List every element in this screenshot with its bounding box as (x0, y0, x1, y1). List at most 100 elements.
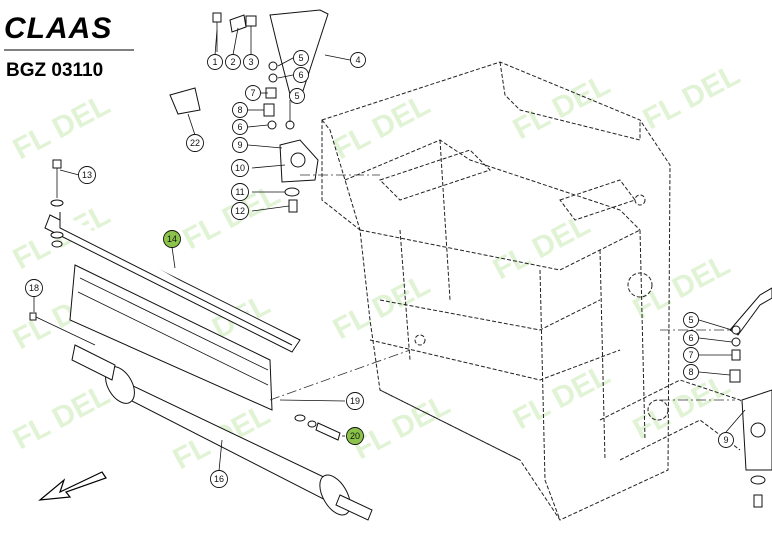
watermark: FL DEL (628, 248, 736, 326)
callout-12: 12 (231, 202, 249, 220)
callout-3: 3 (243, 54, 259, 70)
watermark: FL DEL (508, 68, 616, 146)
callout-label: 5 (294, 91, 299, 101)
callout-5: 5 (289, 88, 305, 104)
callout-8: 8 (683, 364, 699, 380)
callout-4: 4 (350, 52, 366, 68)
callout-label: 18 (29, 283, 39, 293)
callout-label: 1 (212, 57, 217, 67)
callout-label: 3 (248, 57, 253, 67)
callout-circle (163, 230, 181, 248)
callout-label: 12 (235, 206, 245, 216)
watermark: FL DEL (8, 378, 116, 456)
callout-label: 7 (250, 88, 255, 98)
callout-leaders (33, 26, 746, 472)
bolt-13 (50, 159, 64, 248)
top-hardware (169, 9, 329, 213)
callout-label: 11 (235, 187, 244, 197)
roller-assembly (71, 344, 373, 521)
callout-circle (245, 85, 261, 101)
callout-circle (232, 102, 248, 118)
callout-label: 13 (82, 170, 92, 180)
right-hardware (729, 287, 772, 508)
callout-circle (231, 183, 249, 201)
callout-20: 20 (346, 427, 364, 445)
callout-6: 6 (683, 330, 699, 346)
callout-1: 1 (207, 54, 223, 70)
callout-18: 18 (25, 279, 43, 297)
callout-9: 9 (718, 432, 734, 448)
callout-10: 10 (231, 159, 249, 177)
watermark: FL DEL (328, 88, 436, 166)
watermark: FL DEL (638, 58, 746, 136)
fastener-19-20 (279, 399, 346, 441)
callout-label: 20 (350, 431, 360, 441)
callout-circle (243, 54, 259, 70)
callout-label: 19 (350, 396, 360, 406)
drawing-code: BGZ 03110 (6, 60, 103, 81)
callout-circle (683, 330, 699, 346)
callout-16: 16 (210, 470, 228, 488)
callout-circle (350, 52, 366, 68)
callout-circle (683, 347, 699, 363)
watermark-layer: FL DEL FL DEL FL DEL FL DEL FL DEL FL DE… (8, 58, 746, 476)
callout-label: 6 (298, 70, 303, 80)
callout-19: 19 (346, 392, 364, 410)
callout-8: 8 (232, 102, 248, 118)
callout-circle (289, 88, 305, 104)
callout-label: 14 (167, 234, 177, 244)
reference-lines (269, 174, 735, 401)
callout-label: 4 (355, 55, 360, 65)
callout-9: 9 (232, 137, 248, 153)
callout-circle (683, 364, 699, 380)
callout-circle (231, 202, 249, 220)
callout-5: 5 (293, 50, 309, 66)
callout-circle (25, 279, 43, 297)
callout-label: 5 (688, 315, 693, 325)
callout-label: 9 (237, 140, 242, 150)
watermark: FL DEL (8, 88, 116, 166)
callout-label: 7 (688, 350, 693, 360)
callout-circle (207, 54, 223, 70)
callout-6: 6 (232, 119, 248, 135)
watermark: FL DEL (348, 388, 456, 466)
callout-circle (231, 159, 249, 177)
callout-label: 5 (298, 53, 303, 63)
callout-14: 14 (163, 230, 181, 248)
callout-11: 11 (231, 183, 249, 201)
callout-circle (225, 54, 241, 70)
callout-label: 8 (237, 105, 242, 115)
callout-circle (346, 427, 364, 445)
callout-circle (210, 470, 228, 488)
callout-6: 6 (293, 67, 309, 83)
callout-22: 22 (186, 134, 204, 152)
callout-label: 22 (190, 138, 200, 148)
bolt-18 (29, 312, 96, 346)
direction-arrow-icon (38, 471, 107, 501)
header: CLAAS BGZ 03110 (4, 12, 134, 81)
callout-circle (718, 432, 734, 448)
callout-circle (232, 119, 248, 135)
callout-13: 13 (78, 166, 96, 184)
callout-circle (293, 50, 309, 66)
callout-label: 10 (235, 163, 245, 173)
callout-label: 6 (237, 122, 242, 132)
callout-label: 9 (723, 435, 728, 445)
callout-circle (683, 312, 699, 328)
callout-label: 2 (230, 57, 235, 67)
callout-7: 7 (245, 85, 261, 101)
callout-circle (78, 166, 96, 184)
callout-circle (186, 134, 204, 152)
callout-5: 5 (683, 312, 699, 328)
watermark: FL DEL (508, 358, 616, 436)
callout-circle (232, 137, 248, 153)
watermark: FL DEL (488, 208, 596, 286)
callout-2: 2 (225, 54, 241, 70)
callout-7: 7 (683, 347, 699, 363)
cover-plate (44, 212, 301, 411)
callout-circle (346, 392, 364, 410)
callout-label: 8 (688, 367, 693, 377)
